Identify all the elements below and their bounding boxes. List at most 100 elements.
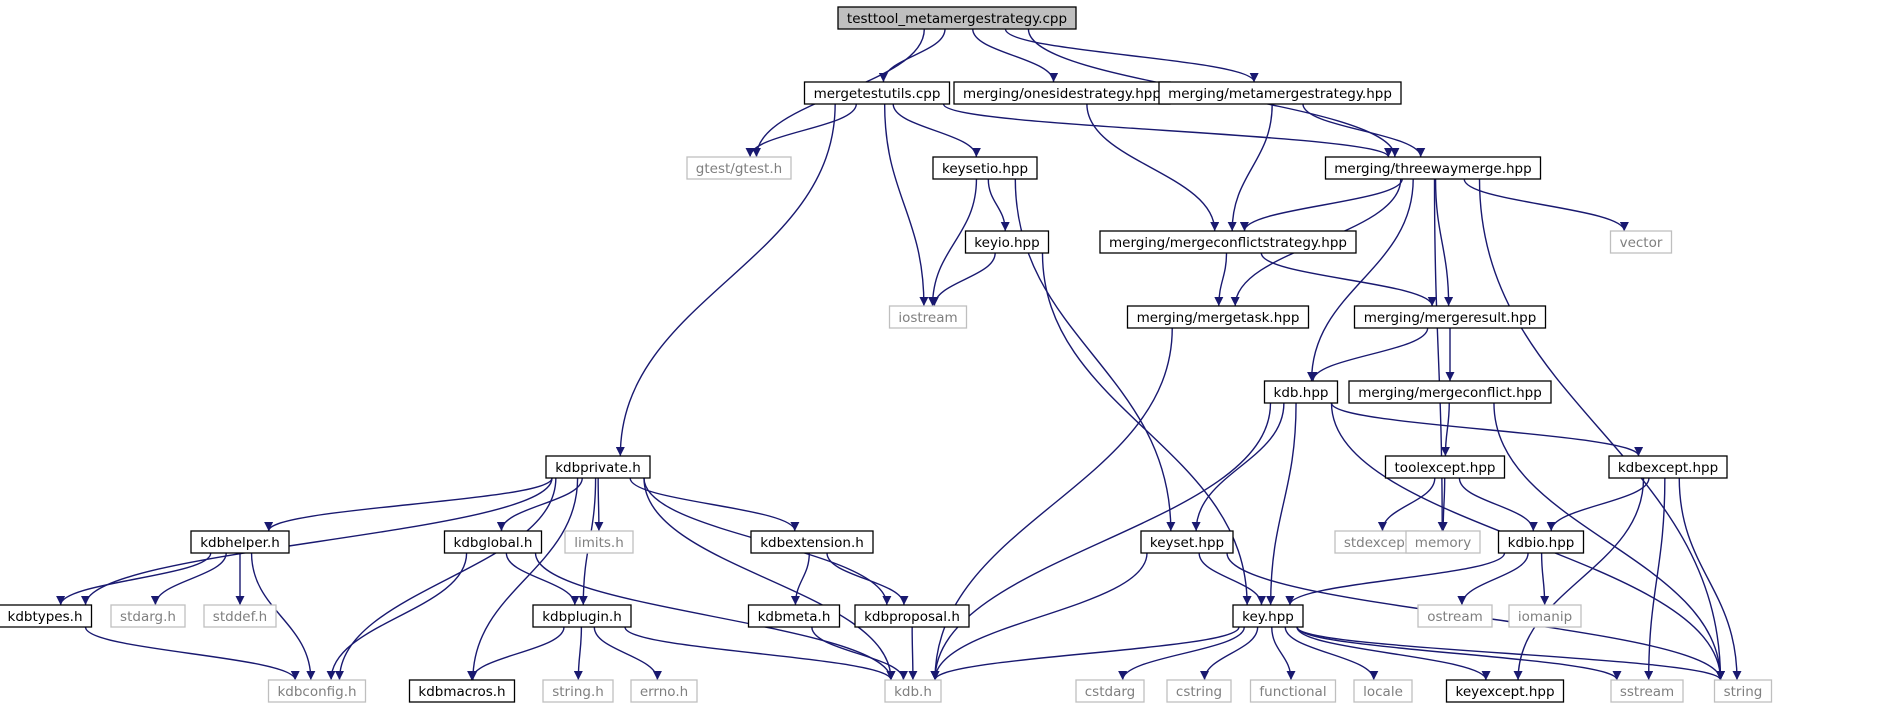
node-kdbglobal[interactable]: kdbglobal.h <box>443 530 543 554</box>
edge-keysetio-to-iostream <box>928 178 978 307</box>
edge-kdbmeta-to-kdbh <box>811 626 908 681</box>
edge <box>1493 402 1725 681</box>
node-kdbtypes[interactable]: kdbtypes.h <box>0 604 93 628</box>
edge-kdbprivate-to-kdbhelper <box>264 477 553 532</box>
edge <box>468 477 579 681</box>
node-box <box>1166 679 1232 703</box>
node-label: toolexcept.hpp <box>1395 460 1496 476</box>
node-label: merging/mergeconflict.hpp <box>1358 385 1542 401</box>
edge <box>1434 178 1454 307</box>
node-stdarg: stdarg.h <box>110 604 186 628</box>
edge <box>811 626 908 681</box>
node-label: iomanip <box>1518 609 1572 625</box>
edge-root-to-mergetestutils <box>878 28 946 83</box>
node-toolexcept[interactable]: toolexcept.hpp <box>1384 455 1506 479</box>
node-string: string <box>1713 679 1773 703</box>
node-kdbmacros[interactable]: kdbmacros.h <box>408 679 516 703</box>
edge <box>1457 552 1529 606</box>
edge-keysetio-to-keyio <box>987 178 1010 232</box>
edge <box>987 178 1010 232</box>
node-label: kdbproposal.h <box>864 609 960 625</box>
edge-keyset-to-keyhpp <box>1198 552 1266 606</box>
edge-kdbexcept-to-string <box>1678 477 1742 681</box>
node-box <box>267 679 367 703</box>
edge-threeway-to-mcstrategy <box>1239 178 1403 232</box>
node-mconflict[interactable]: merging/mergeconflict.hpp <box>1348 380 1552 404</box>
node-keyset[interactable]: keyset.hpp <box>1140 530 1234 554</box>
edge-keyio-to-iostream <box>929 252 996 307</box>
edge <box>1191 402 1285 532</box>
node-stddef: stddef.h <box>203 604 277 628</box>
edge-threeway-to-vector <box>1463 178 1629 232</box>
edge-keyhpp-to-functional <box>1271 626 1296 681</box>
node-label: kdbtypes.h <box>8 609 83 625</box>
edge-kdbhelper-to-kdbconfig <box>250 552 316 681</box>
edge-threeway-to-kdbhpp <box>1307 178 1414 382</box>
edge-mergetestutils-to-keysetio <box>892 103 981 158</box>
node-threeway[interactable]: merging/threewaymerge.hpp <box>1324 156 1542 180</box>
edge-kdbprivate-to-kdbmacros <box>468 477 579 681</box>
node-box <box>1232 604 1304 628</box>
node-label: keyio.hpp <box>974 235 1039 251</box>
node-box <box>203 604 277 628</box>
node-onesided[interactable]: merging/onesidestrategy.hpp <box>953 81 1171 105</box>
node-label: errno.h <box>640 684 688 700</box>
node-mcstrategy[interactable]: merging/mergeconflictstrategy.hpp <box>1099 230 1357 254</box>
node-keyexcept[interactable]: keyexcept.hpp <box>1445 679 1565 703</box>
node-label: kdb.hpp <box>1274 385 1329 401</box>
node-keyio[interactable]: keyio.hpp <box>964 230 1050 254</box>
node-label: kdbmeta.h <box>758 609 831 625</box>
node-kdbprivate[interactable]: kdbprivate.h <box>545 455 651 479</box>
node-mergeresult[interactable]: merging/mergeresult.hpp <box>1353 305 1547 329</box>
edge-kdbhelper-to-stdarg <box>150 552 227 606</box>
node-kdbhelper[interactable]: kdbhelper.h <box>190 530 290 554</box>
node-mergetask[interactable]: merging/mergetask.hpp <box>1126 305 1310 329</box>
edge-kdbio-to-iomanip <box>1540 552 1550 606</box>
node-label: keysetio.hpp <box>942 161 1028 177</box>
node-kdbexcept[interactable]: kdbexcept.hpp <box>1608 455 1728 479</box>
node-keysetio[interactable]: keysetio.hpp <box>932 156 1038 180</box>
node-mergetestutils[interactable]: mergetestutils.cpp <box>803 81 951 105</box>
edge-onesided-to-mcstrategy <box>1086 103 1220 232</box>
edge-keyhpp-to-keyexcept <box>1296 626 1491 681</box>
node-kdbio[interactable]: kdbio.hpp <box>1497 530 1585 554</box>
node-kdbhpp[interactable]: kdb.hpp <box>1263 380 1339 404</box>
edge <box>1296 626 1491 681</box>
edge <box>1227 103 1273 232</box>
edge <box>56 552 212 606</box>
edge <box>573 626 583 681</box>
node-label: vector <box>1620 235 1663 251</box>
edge <box>250 552 316 681</box>
node-metamerge[interactable]: merging/metamergestrategy.hpp <box>1158 81 1402 105</box>
node-box <box>837 6 1077 30</box>
edge-toolexcept-to-kdbio <box>1458 477 1538 532</box>
edge-kdbprivate-to-kdbextension <box>629 477 800 532</box>
node-label: gtest/gtest.h <box>696 161 782 177</box>
node-keyhpp[interactable]: key.hpp <box>1232 604 1304 628</box>
node-kdbmeta[interactable]: kdbmeta.h <box>747 604 841 628</box>
edge-kdbextension-to-kdbmeta <box>790 552 810 606</box>
node-cstdarg: cstdarg <box>1075 679 1145 703</box>
node-label: kdb.h <box>894 684 932 700</box>
node-label: kdbhelper.h <box>200 535 280 551</box>
node-label: stdarg.h <box>120 609 176 625</box>
node-kdbproposal[interactable]: kdbproposal.h <box>854 604 970 628</box>
node-vector: vector <box>1609 230 1673 254</box>
edge <box>1478 178 1725 681</box>
edge-keyhpp-to-string <box>1296 626 1725 681</box>
node-kdbextension[interactable]: kdbextension.h <box>750 530 874 554</box>
edge <box>1296 626 1725 681</box>
edge-kdbplugin-to-kdbh <box>624 626 896 681</box>
node-locale: locale <box>1353 679 1413 703</box>
node-label: kdbprivate.h <box>555 460 641 476</box>
node-kdbplugin[interactable]: kdbplugin.h <box>532 604 632 628</box>
node-box <box>1405 530 1481 554</box>
edge <box>1041 252 1252 606</box>
node-box <box>545 455 651 479</box>
node-ostream: ostream <box>1417 604 1493 628</box>
node-root[interactable]: testtool_metamergestrategy.cpp <box>837 6 1077 30</box>
node-box <box>1508 604 1582 628</box>
edge-kdbprivate-to-limits <box>594 477 604 532</box>
edge <box>930 626 1240 681</box>
edge-kdbio-to-ostream <box>1457 552 1529 606</box>
